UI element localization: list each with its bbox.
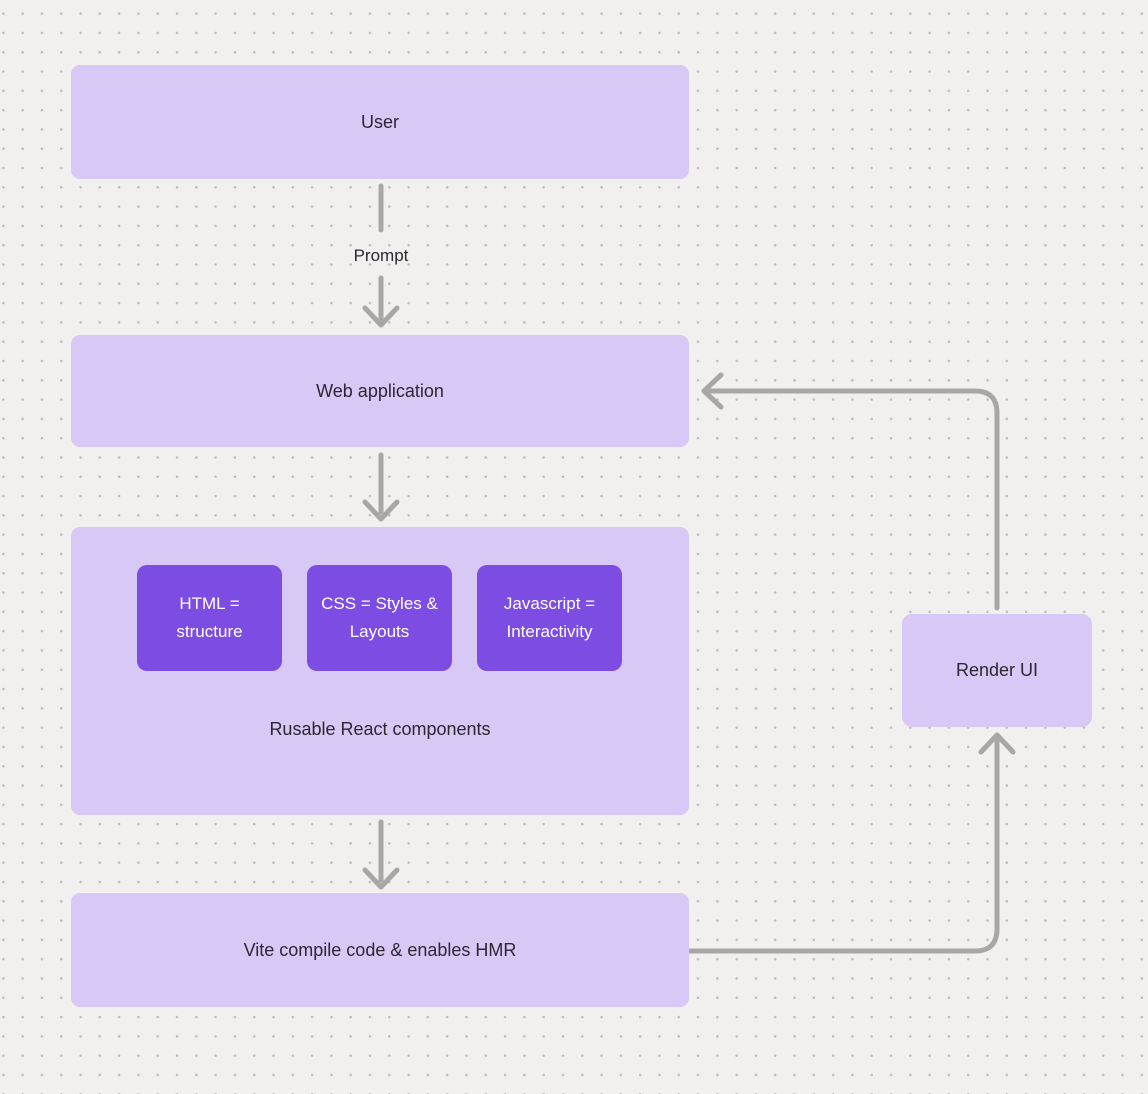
node-render-ui-label: Render UI (955, 660, 1039, 680)
edge-label-prompt: Prompt (353, 246, 409, 265)
node-css-label: CSS = Styles & Layouts (321, 594, 438, 641)
node-react-components[interactable]: HTML = structure CSS = Styles & Layouts … (71, 527, 689, 815)
node-html-label: HTML = structure (176, 594, 243, 641)
edge-render-web-shaft (703, 388, 1000, 611)
edge-components-vite-arrowhead (362, 867, 400, 890)
edge-user-web-arrowhead (362, 305, 400, 328)
edge-web-components-arrowhead (362, 499, 400, 522)
node-user-label: User (360, 111, 399, 132)
node-react-components-label: Rusable React components (269, 719, 491, 739)
edge-render-web-arrowhead (701, 372, 724, 410)
node-html[interactable]: HTML = structure (137, 565, 282, 671)
node-web-application-label: Web application (316, 380, 444, 401)
node-vite-label: Vite compile code & enables HMR (243, 939, 517, 960)
node-user[interactable]: User (71, 65, 689, 179)
node-render-ui[interactable]: Render UI (902, 614, 1092, 727)
node-css[interactable]: CSS = Styles & Layouts (307, 565, 452, 671)
edge-vite-render-shaft (686, 737, 1000, 954)
node-javascript-label: Javascript = Interactivity (503, 594, 596, 641)
node-vite[interactable]: Vite compile code & enables HMR (71, 893, 689, 1007)
node-web-application[interactable]: Web application (71, 335, 689, 447)
node-javascript[interactable]: Javascript = Interactivity (477, 565, 622, 671)
edge-vite-render-arrowhead (978, 732, 1016, 755)
